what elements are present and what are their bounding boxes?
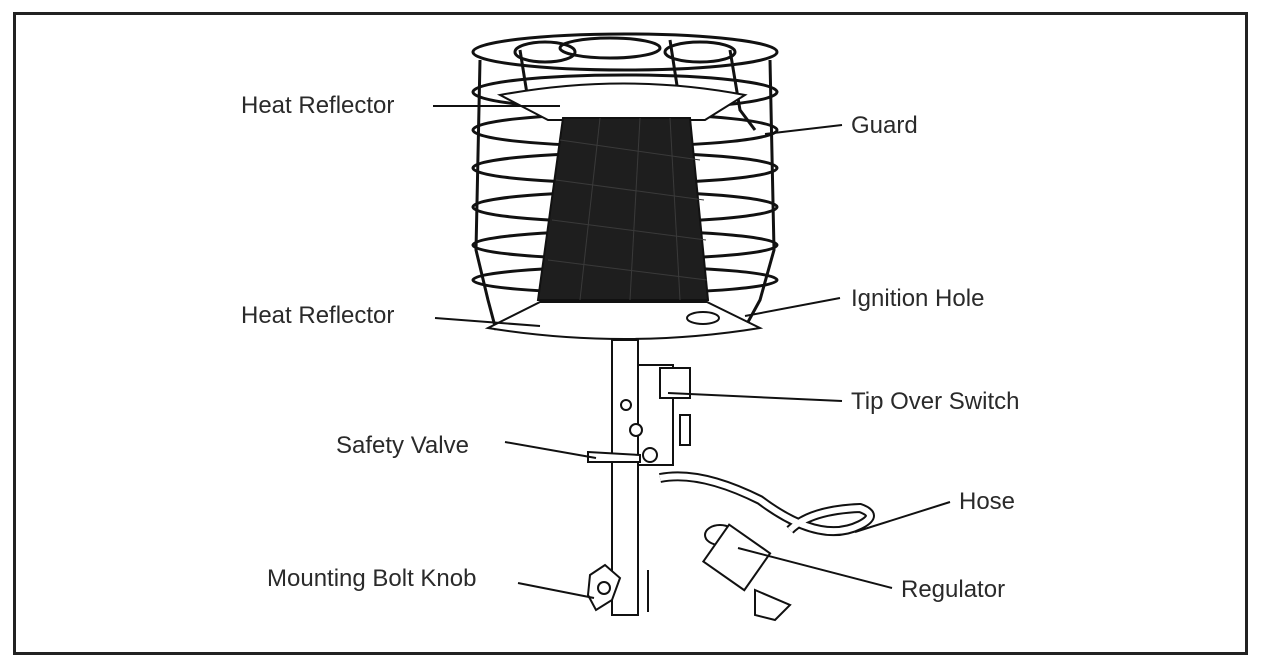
leader-hose bbox=[854, 501, 951, 533]
label-regulator: Regulator bbox=[901, 576, 1006, 603]
leader-tip-over-switch bbox=[667, 392, 843, 402]
diagram-frame bbox=[13, 12, 1248, 655]
label-hose: Hose bbox=[959, 488, 1016, 515]
leader-mounting-bolt-knob bbox=[517, 582, 595, 599]
leader-ignition-hole bbox=[744, 297, 841, 317]
ignition-hole-shape bbox=[686, 311, 720, 325]
label-ignition-hole: Ignition Hole bbox=[851, 285, 985, 312]
guard-top-ring bbox=[471, 32, 779, 72]
regulator-shape bbox=[701, 523, 792, 622]
label-mounting-bolt-knob: Mounting Bolt Knob bbox=[267, 565, 477, 592]
bottom-reflector bbox=[484, 301, 764, 340]
label-guard: Guard bbox=[851, 112, 918, 139]
burner-mesh bbox=[536, 117, 710, 301]
label-heat-reflector-top: Heat Reflector bbox=[241, 92, 395, 119]
top-reflector bbox=[496, 82, 748, 121]
mounting-post bbox=[611, 339, 639, 616]
knob-shape bbox=[586, 563, 649, 612]
leader-guard bbox=[764, 124, 843, 135]
leader-safety-valve bbox=[504, 441, 597, 459]
leader-heat-reflector-bottom bbox=[434, 317, 541, 327]
label-safety-valve: Safety Valve bbox=[336, 432, 469, 459]
label-tip-over-switch: Tip Over Switch bbox=[851, 388, 1020, 415]
label-heat-reflector-bottom: Heat Reflector bbox=[241, 302, 395, 329]
leader-regulator bbox=[737, 547, 893, 589]
